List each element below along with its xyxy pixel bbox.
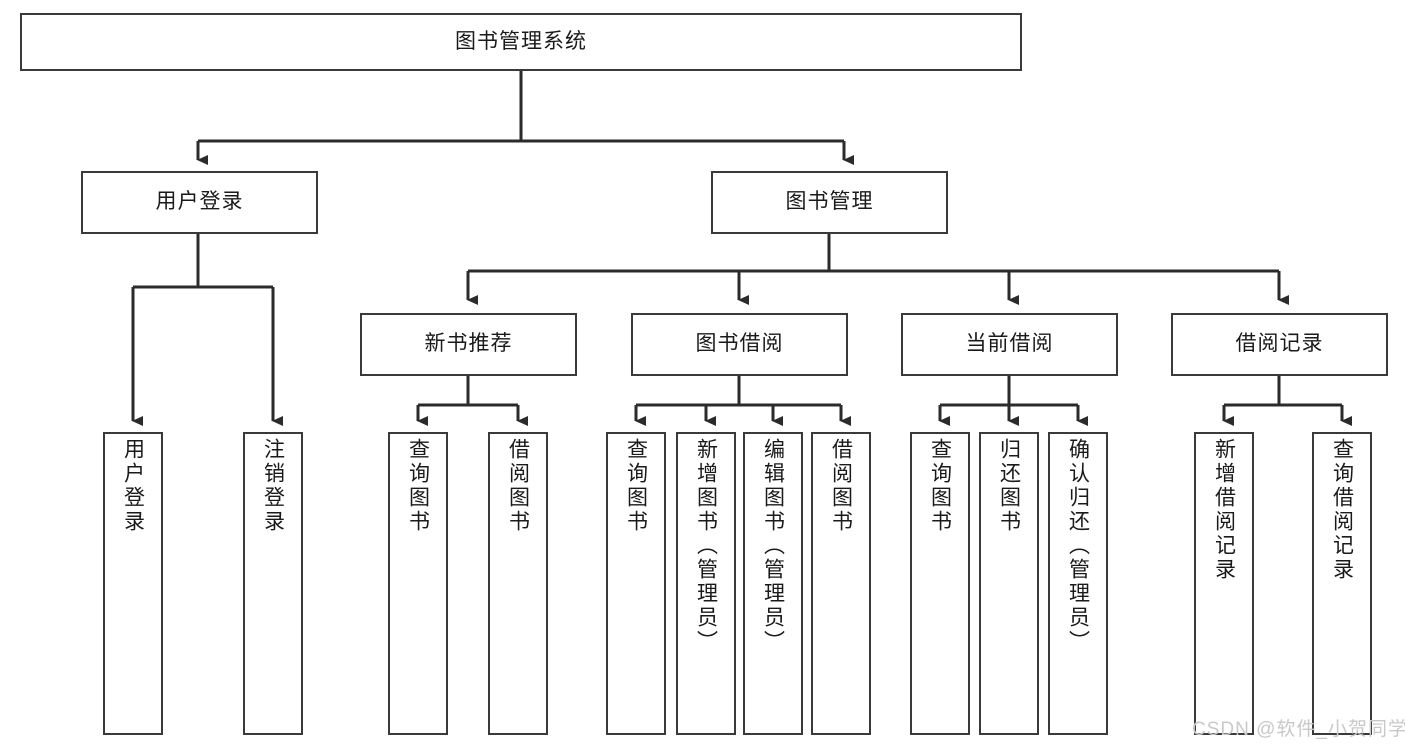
node-label: 图书管理系统 bbox=[455, 29, 587, 53]
node-label: 借阅记录 bbox=[1235, 332, 1324, 356]
node-leaf-add-book-admin[interactable]: 新增图书（管理员） bbox=[676, 432, 736, 735]
node-book-management[interactable]: 图书管理 bbox=[711, 171, 948, 234]
node-leaf-user-login[interactable]: 用户登录 bbox=[103, 432, 163, 735]
node-label: 新增借阅记录 bbox=[1212, 438, 1236, 582]
node-leaf-logout[interactable]: 注销登录 bbox=[243, 432, 303, 735]
node-label: 当前借阅 bbox=[965, 332, 1054, 356]
node-label: 图书借阅 bbox=[695, 332, 784, 356]
node-leaf-query-book[interactable]: 查询图书 bbox=[606, 432, 666, 735]
node-label: 确认归还（管理员） bbox=[1066, 438, 1090, 654]
node-book-borrow[interactable]: 图书借阅 bbox=[631, 313, 848, 376]
node-leaf-query-book-current[interactable]: 查询图书 bbox=[910, 432, 970, 735]
node-label: 编辑图书（管理员） bbox=[761, 438, 785, 654]
node-label: 借阅图书 bbox=[829, 438, 853, 534]
node-leaf-confirm-return-admin[interactable]: 确认归还（管理员） bbox=[1048, 432, 1108, 735]
node-user-login[interactable]: 用户登录 bbox=[81, 171, 318, 234]
node-label: 用户登录 bbox=[155, 190, 244, 214]
node-label: 归还图书 bbox=[997, 438, 1021, 534]
node-label: 新增图书（管理员） bbox=[694, 438, 718, 654]
node-leaf-return-book[interactable]: 归还图书 bbox=[979, 432, 1039, 735]
node-current-borrow[interactable]: 当前借阅 bbox=[901, 313, 1118, 376]
node-label: 查询借阅记录 bbox=[1330, 438, 1354, 582]
node-leaf-query-borrow-record[interactable]: 查询借阅记录 bbox=[1312, 432, 1372, 735]
node-label: 查询图书 bbox=[624, 438, 648, 534]
node-label: 用户登录 bbox=[121, 438, 145, 534]
node-label: 借阅图书 bbox=[506, 438, 530, 534]
node-label: 注销登录 bbox=[261, 438, 285, 534]
node-leaf-query-book-recommend[interactable]: 查询图书 bbox=[388, 432, 448, 735]
csdn-watermark: CSDN @软件_小贺同学 bbox=[1192, 719, 1405, 740]
node-leaf-add-borrow-record[interactable]: 新增借阅记录 bbox=[1194, 432, 1254, 735]
node-label: 查询图书 bbox=[406, 438, 430, 534]
node-new-book-recommendation[interactable]: 新书推荐 bbox=[360, 313, 577, 376]
node-root-book-management-system[interactable]: 图书管理系统 bbox=[20, 13, 1022, 71]
node-label: 图书管理 bbox=[785, 190, 874, 214]
node-label: 新书推荐 bbox=[424, 332, 513, 356]
node-leaf-edit-book-admin[interactable]: 编辑图书（管理员） bbox=[743, 432, 803, 735]
node-label: 查询图书 bbox=[928, 438, 952, 534]
node-leaf-borrow-book-recommend[interactable]: 借阅图书 bbox=[488, 432, 548, 735]
node-borrow-record[interactable]: 借阅记录 bbox=[1171, 313, 1388, 376]
node-leaf-borrow-book[interactable]: 借阅图书 bbox=[811, 432, 871, 735]
